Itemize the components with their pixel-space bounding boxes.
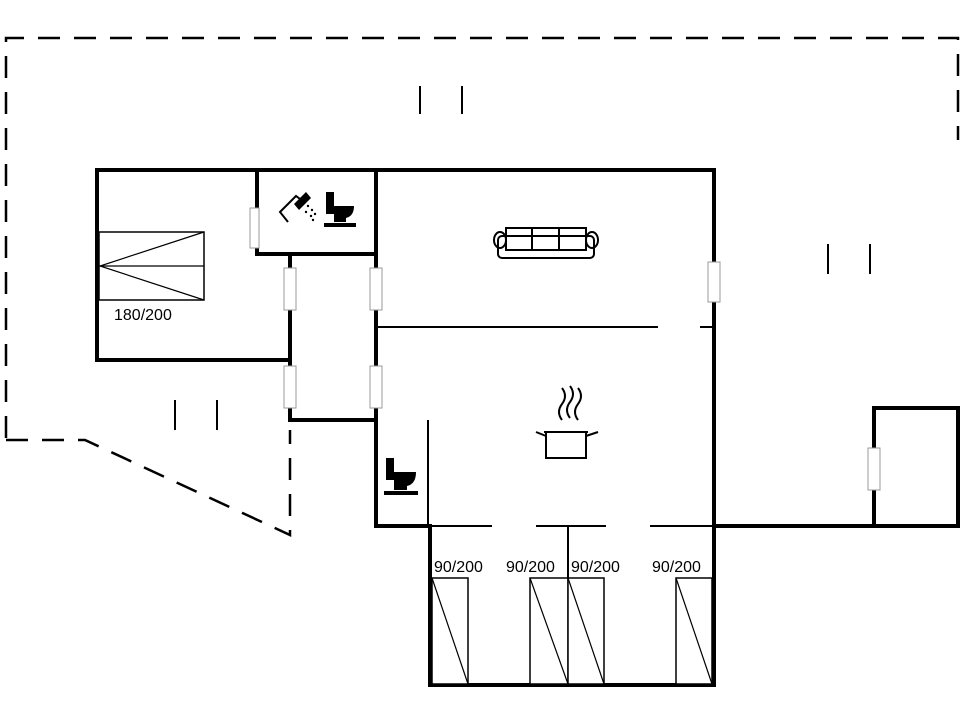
single-bed-4-label: 90/200 xyxy=(652,559,701,576)
double-bed: 180/200 xyxy=(98,231,205,324)
shower-icon xyxy=(278,192,317,223)
single-bed-2: 90/200 xyxy=(506,559,569,685)
toilet-icon-2 xyxy=(384,458,418,495)
single-bed-1-label: 90/200 xyxy=(434,559,483,576)
single-bed-1: 90/200 xyxy=(431,559,483,685)
sofa-icon xyxy=(493,227,599,259)
windows xyxy=(249,207,881,491)
toilet-icon xyxy=(324,192,356,227)
single-bed-4: 90/200 xyxy=(652,559,713,685)
cooking-pot-icon xyxy=(535,385,599,459)
single-bed-3: 90/200 xyxy=(567,559,620,685)
terrace-door-marks xyxy=(174,86,871,430)
terrace-outline xyxy=(4,36,960,537)
single-bed-2-label: 90/200 xyxy=(506,559,555,576)
double-bed-label: 180/200 xyxy=(114,307,172,324)
single-bed-3-label: 90/200 xyxy=(571,559,620,576)
